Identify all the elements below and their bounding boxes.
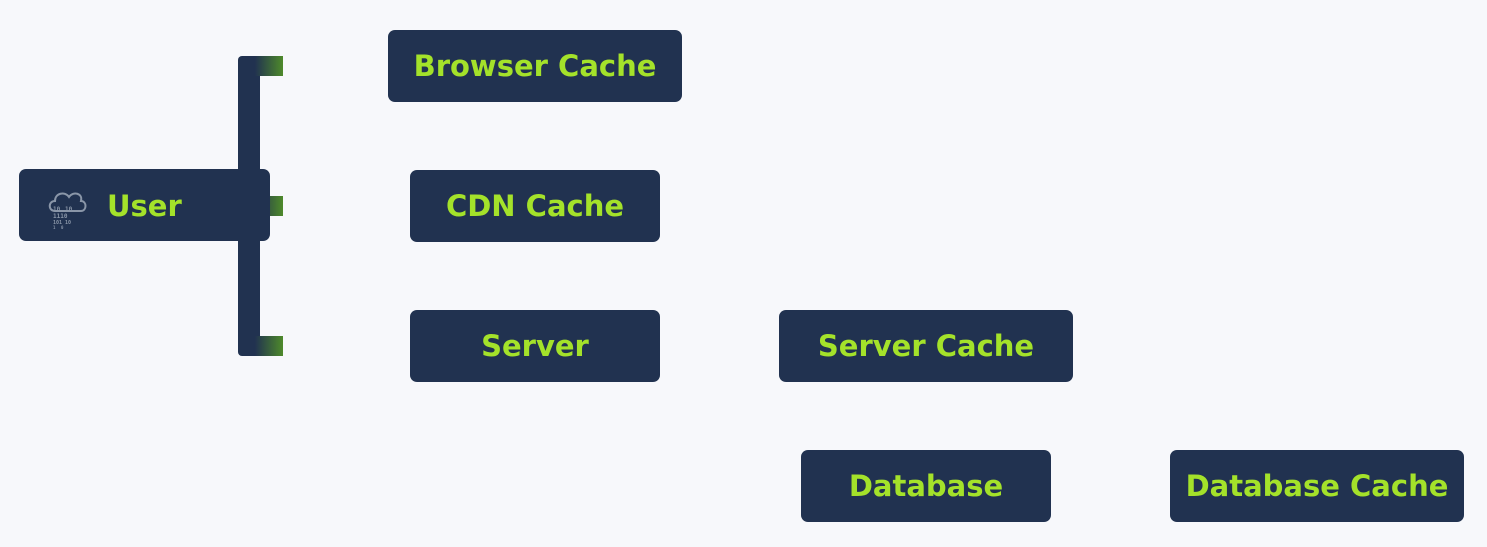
- node-browser-cache-label: Browser Cache: [413, 49, 657, 83]
- node-database: Database: [801, 450, 1051, 522]
- bracket-tip-bottom: [255, 336, 283, 356]
- node-user-label: User: [107, 189, 182, 223]
- bracket-tip-top: [255, 56, 283, 76]
- icon-digits-6: 1: [53, 225, 56, 229]
- node-server-cache: Server Cache: [779, 310, 1073, 382]
- node-server-label: Server: [481, 329, 589, 363]
- node-browser-cache: Browser Cache: [388, 30, 682, 102]
- node-database-cache-label: Database Cache: [1185, 469, 1449, 503]
- icon-digits-1: 10: [53, 206, 61, 213]
- node-user: 10 10 1110 101 10 1 0 User: [19, 169, 270, 241]
- icon-digits-5: 10: [65, 220, 71, 226]
- node-server-cache-label: Server Cache: [817, 329, 1035, 363]
- cloud-data-icon: 10 10 1110 101 10 1 0: [48, 192, 87, 229]
- node-database-label: Database: [848, 469, 1004, 503]
- node-database-cache: Database Cache: [1170, 450, 1464, 522]
- node-cdn-cache: CDN Cache: [410, 170, 660, 242]
- icon-digits-2: 10: [65, 206, 73, 213]
- icon-digits-3: 1110: [53, 213, 68, 220]
- icon-digits-4: 101: [53, 220, 62, 226]
- node-server: Server: [410, 310, 660, 382]
- node-cdn-cache-label: CDN Cache: [445, 189, 625, 223]
- icon-digits-7: 0: [61, 225, 64, 229]
